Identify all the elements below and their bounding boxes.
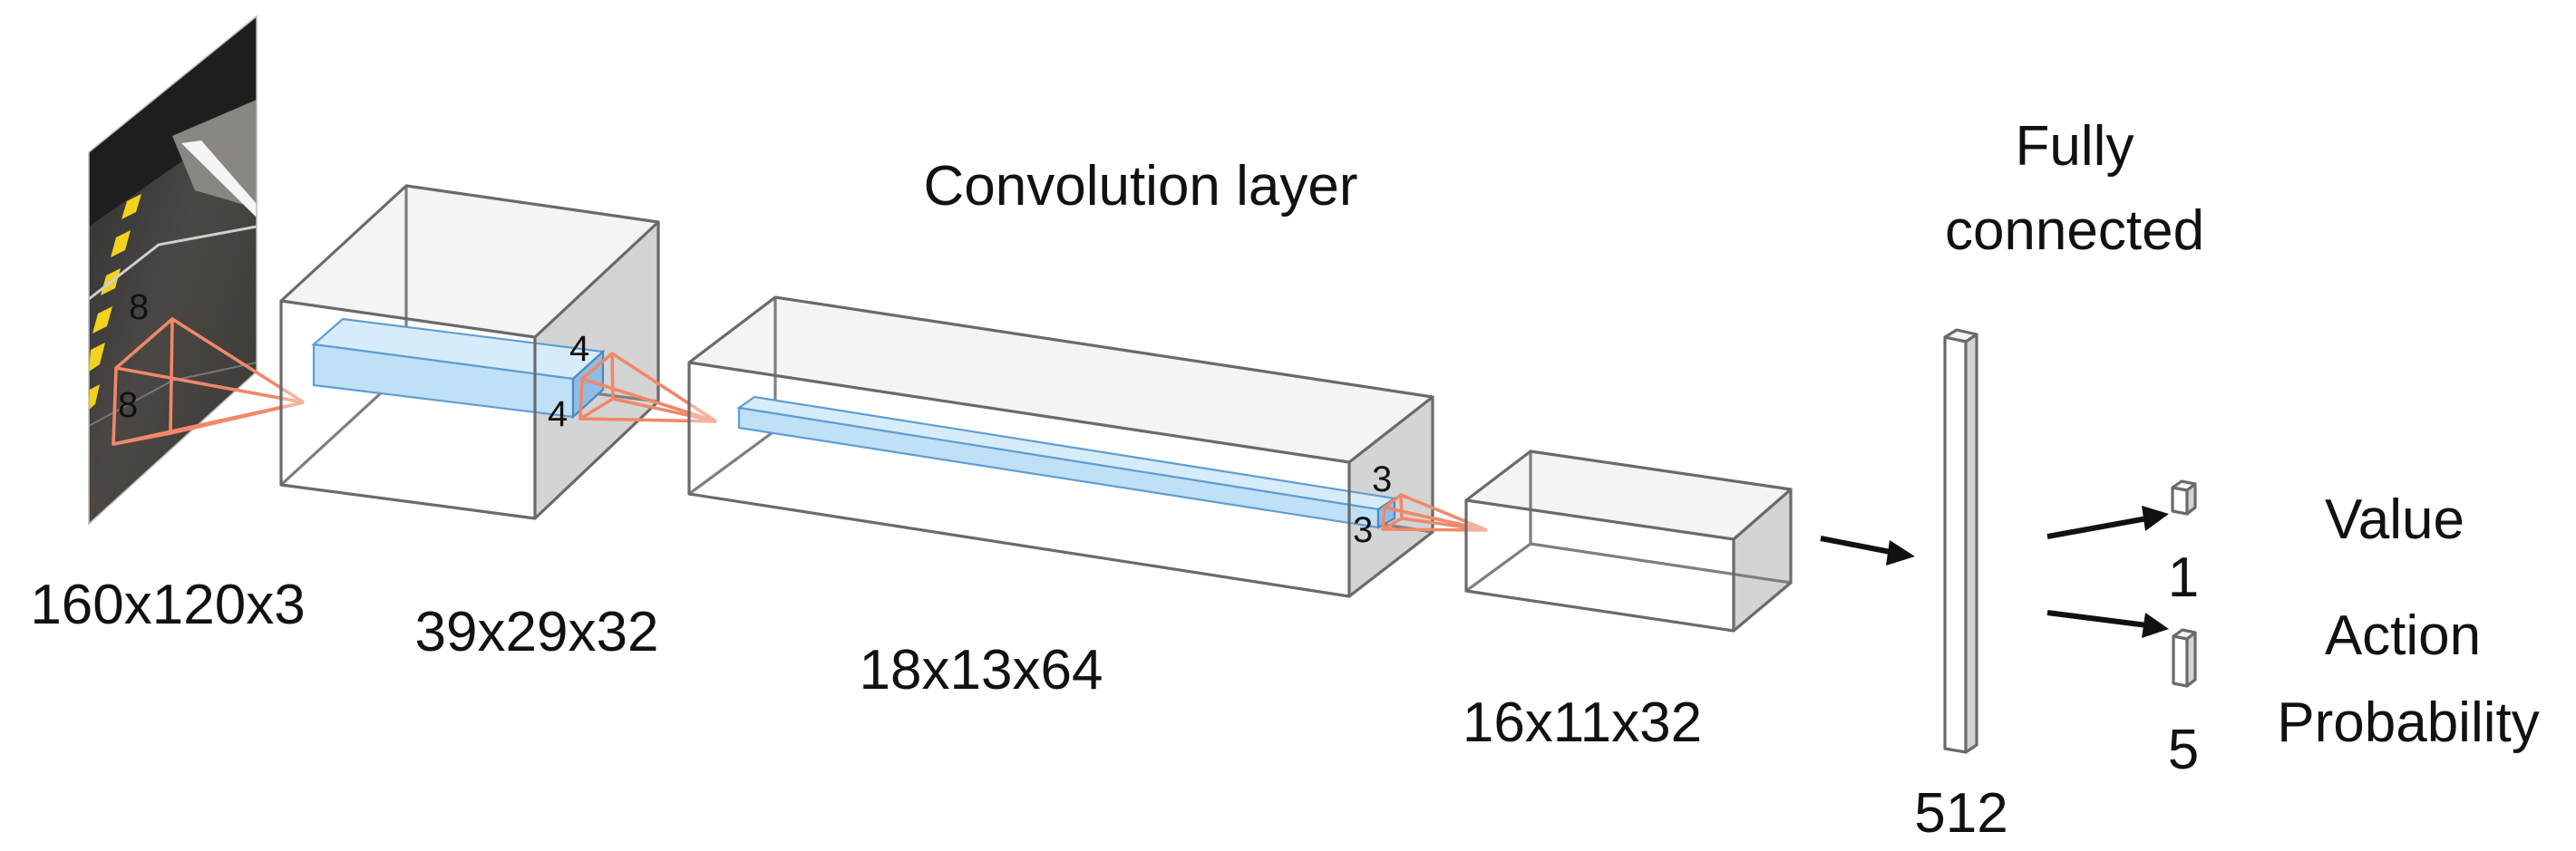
value-size-label: 1: [2168, 546, 2199, 609]
action-bar: [2172, 628, 2197, 688]
input-kernel-side-label: 8: [118, 385, 138, 425]
conv1-dims-label: 39x29x32: [415, 601, 659, 663]
conv2-kernel-side-label: 3: [1353, 510, 1373, 550]
fc-title-line1: Fully: [2016, 115, 2134, 178]
value-cube: [2171, 479, 2197, 516]
arrow-to-action: [2046, 610, 2169, 638]
receptive-field-conv1: 4 4: [548, 329, 717, 434]
conv2-dims-label: 18x13x64: [860, 639, 1103, 701]
fc-title-line2: connected: [1945, 199, 2204, 262]
conv3-dims-label: 16x11x32: [1463, 691, 1702, 754]
value-label: Value: [2325, 488, 2464, 551]
fc-units-label: 512: [1914, 782, 2007, 845]
input-kernel-top-label: 8: [129, 287, 149, 327]
fc-bar: [1943, 328, 1978, 754]
input-image: [88, 15, 258, 526]
conv1-volume: [279, 184, 660, 520]
conv3-volume: [1464, 450, 1793, 633]
conv1-kernel-top-label: 4: [569, 329, 589, 369]
arrow-to-fc: [1820, 536, 1915, 566]
conv-layer-title: Convolution layer: [923, 155, 1357, 218]
input-dims-label: 160x120x3: [30, 574, 305, 636]
action-label-line2: Probability: [2277, 691, 2539, 754]
arrow-to-value: [2046, 506, 2169, 539]
conv1-kernel-side-label: 4: [548, 394, 568, 434]
action-size-label: 5: [2168, 719, 2199, 781]
conv2-kernel-top-label: 3: [1372, 459, 1392, 499]
receptive-field-conv2: 3 3: [1353, 459, 1488, 550]
conv2-volume: [687, 295, 1434, 598]
action-label-line1: Action: [2325, 604, 2481, 667]
